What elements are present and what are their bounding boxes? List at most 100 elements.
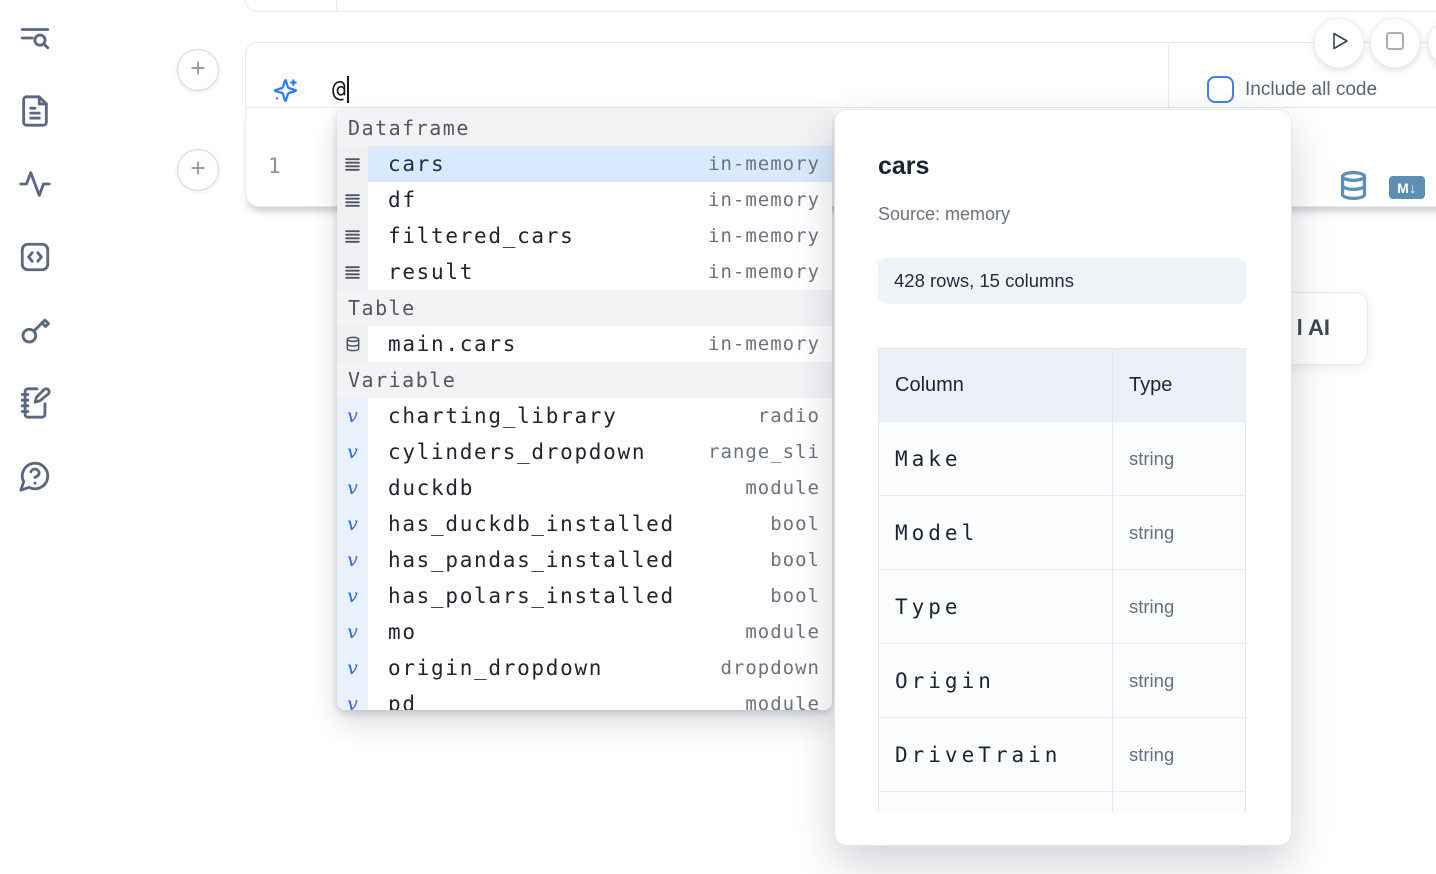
add-cell-button-bottom[interactable] — [177, 149, 219, 191]
schema-header-column: Column — [879, 349, 1113, 421]
dataframe-preview-panel: cars Source: memory 428 rows, 15 columns… — [835, 110, 1291, 845]
prompt-divider — [1168, 43, 1169, 107]
ai-prompt-bar: @ Include all code — [245, 42, 1436, 108]
autocomplete-item-type: module — [745, 621, 820, 643]
sidebar-button-snippets[interactable] — [16, 241, 54, 277]
include-all-code-label: Include all code — [1245, 79, 1378, 100]
autocomplete-item-type: in-memory — [708, 189, 820, 211]
include-all-code-checkbox[interactable] — [1207, 76, 1234, 103]
autocomplete-item-name: duckdb — [388, 476, 475, 500]
text-caret — [346, 76, 349, 103]
add-cell-button-top[interactable] — [177, 49, 219, 91]
schema-row — [879, 791, 1245, 812]
autocomplete-item-name: charting_library — [388, 404, 618, 428]
line-number: 1 — [268, 154, 281, 178]
stop-cell-button[interactable] — [1370, 18, 1420, 68]
run-cell-button[interactable] — [1314, 18, 1364, 68]
variable-icon: v — [337, 470, 368, 506]
snippets-icon — [18, 240, 52, 279]
autocomplete-item-name: pd — [388, 692, 417, 710]
autocomplete-item-type: bool — [770, 513, 820, 535]
dataframe-icon — [337, 218, 368, 254]
schema-column-name: DriveTrain — [879, 718, 1113, 791]
autocomplete-item-name: filtered_cars — [388, 224, 575, 248]
shape-badge: 428 rows, 15 columns — [878, 258, 1246, 304]
autocomplete-item[interactable]: v has_polars_installed bool — [337, 578, 832, 614]
list-search-icon — [18, 21, 52, 60]
preview-source: Source: memory — [878, 204, 1011, 224]
autocomplete-item-name: origin_dropdown — [388, 656, 604, 680]
autocomplete-item-name: cylinders_dropdown — [388, 440, 647, 464]
autocomplete-item-name: main.cars — [388, 332, 518, 356]
schema-column-type: string — [1129, 521, 1175, 543]
sidebar-button-help[interactable] — [16, 460, 54, 496]
previous-cell-divider — [336, 0, 337, 11]
autocomplete-section-header: Dataframe — [337, 110, 832, 146]
ai-prompt-value: @ — [332, 76, 346, 103]
schema-column-name: Origin — [879, 644, 1113, 717]
autocomplete-item-type: in-memory — [708, 225, 820, 247]
autocomplete-item-name: has_polars_installed — [388, 584, 675, 608]
schema-column-name — [879, 792, 1113, 812]
sidebar-button-secrets[interactable] — [16, 314, 54, 350]
autocomplete-item-type: radio — [757, 405, 820, 427]
key-icon — [18, 313, 52, 352]
sparkles-icon — [272, 77, 299, 109]
variable-icon: v — [337, 434, 368, 470]
autocomplete-item-name: result — [388, 260, 475, 284]
schema-column-type: string — [1129, 447, 1175, 469]
plus-icon — [188, 158, 208, 183]
previous-cell-edge — [245, 0, 1436, 12]
variable-icon: v — [337, 650, 368, 686]
help-icon — [18, 459, 52, 498]
variable-icon: v — [337, 614, 368, 650]
variable-icon: v — [337, 578, 368, 614]
autocomplete-item[interactable]: filtered_cars in-memory — [337, 218, 832, 254]
schema-row: Origin string — [879, 643, 1245, 717]
autocomplete-item[interactable]: v origin_dropdown dropdown — [337, 650, 832, 686]
stop-icon — [1383, 29, 1407, 58]
autocomplete-section-header: Table — [337, 290, 832, 326]
autocomplete-item-type: dropdown — [720, 657, 820, 679]
sidebar-button-files[interactable] — [16, 94, 54, 131]
autocomplete-item-type: bool — [770, 585, 820, 607]
sidebar-button-tracing[interactable] — [16, 168, 54, 204]
dataframe-icon — [337, 254, 368, 290]
schema-column-type: string — [1129, 669, 1175, 691]
database-icon[interactable] — [1338, 170, 1369, 206]
generate-with-ai-label: l AI — [1296, 315, 1330, 340]
autocomplete-item-type: in-memory — [708, 153, 820, 175]
variable-icon: v — [337, 506, 368, 542]
sidebar-button-toc[interactable] — [16, 22, 54, 58]
schema-header-type: Type — [1129, 373, 1173, 396]
scratchpad-icon — [18, 386, 52, 425]
autocomplete-item-type: module — [745, 693, 820, 710]
activity-icon — [18, 167, 52, 206]
autocomplete-item-type: module — [745, 477, 820, 499]
schema-column-type — [1113, 792, 1245, 812]
plus-icon — [188, 58, 208, 83]
schema-column-name: Model — [879, 496, 1113, 569]
schema-column-type: string — [1129, 595, 1175, 617]
autocomplete-item-name: mo — [388, 620, 417, 644]
markdown-icon[interactable]: M↓ — [1389, 176, 1425, 199]
preview-title: cars — [878, 152, 930, 180]
sidebar-button-scratchpad[interactable] — [16, 386, 54, 425]
ai-prompt-input[interactable]: @ — [332, 76, 349, 103]
